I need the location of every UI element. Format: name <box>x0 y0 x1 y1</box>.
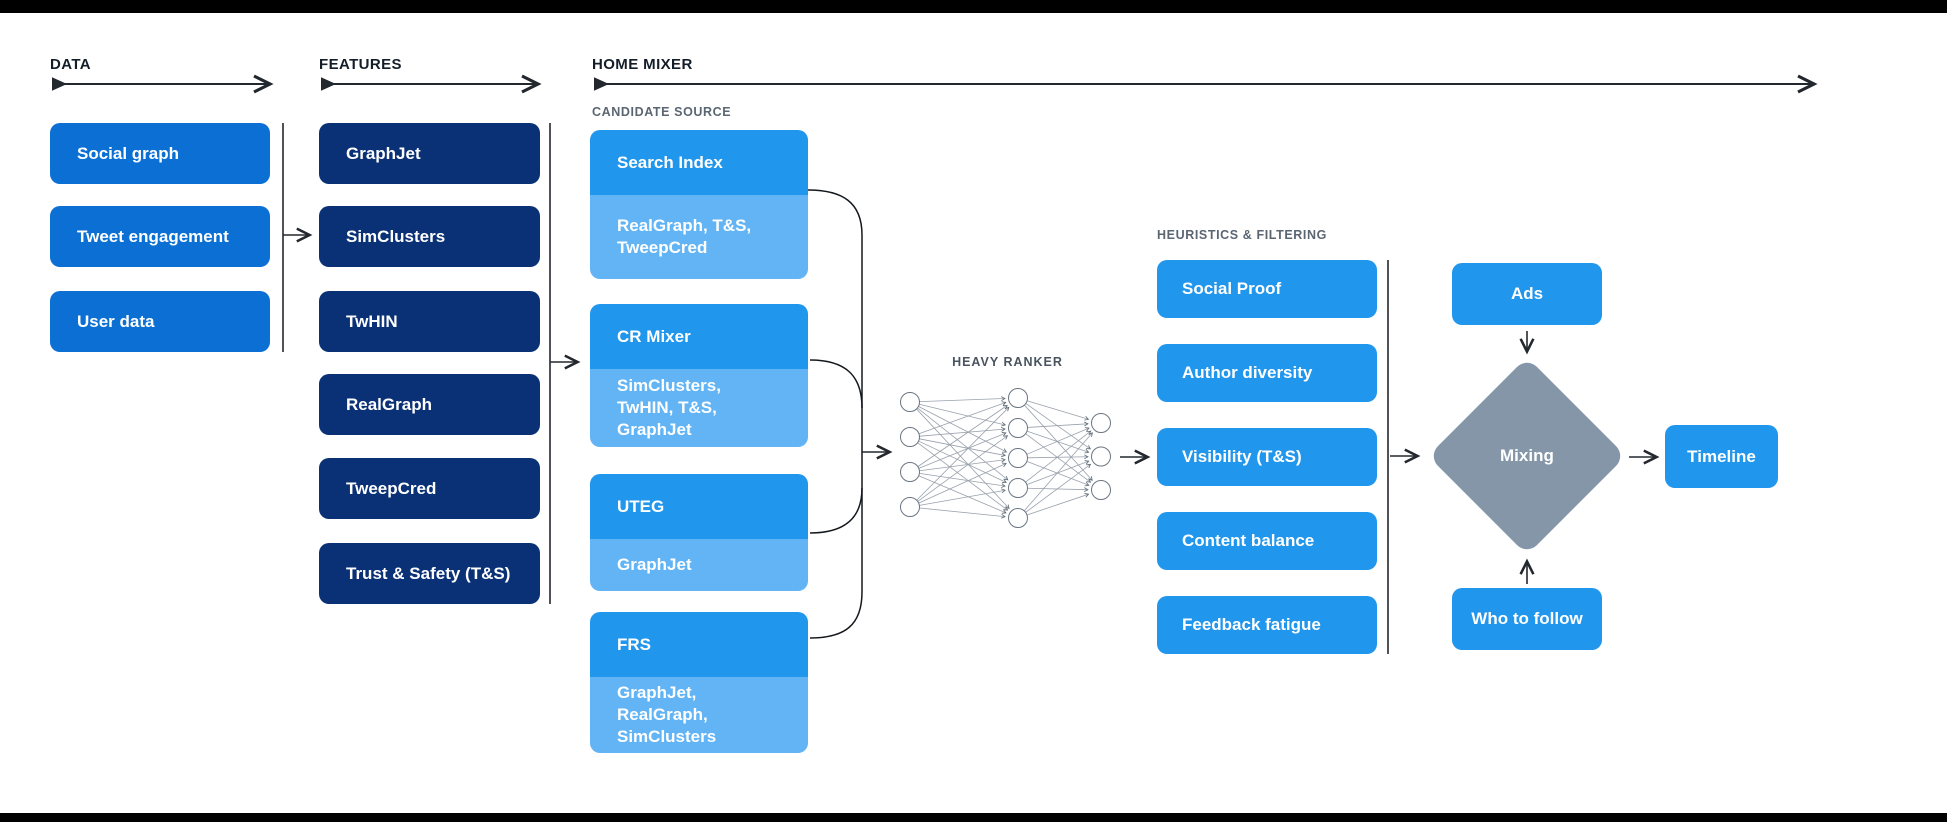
ranker-node <box>900 462 920 482</box>
lane-label-data: DATA <box>50 56 92 73</box>
ranker-node <box>1091 480 1111 500</box>
node-tweet-engagement: Tweet engagement <box>50 206 270 267</box>
candidate-group-frs: FRS GraphJet, RealGraph, SimClusters <box>590 612 808 753</box>
lane-label-features: FEATURES <box>319 56 402 73</box>
node-social-graph: Social graph <box>50 123 270 184</box>
mixing-label: Mixing <box>1500 446 1554 465</box>
ranker-node <box>1091 446 1111 467</box>
ranker-node <box>1008 478 1028 498</box>
node-visibility: Visibility (T&S) <box>1157 428 1377 486</box>
node-mixing-diamond: Mixing <box>1428 357 1626 555</box>
ranker-node <box>1008 448 1028 468</box>
candidate-group-uteg: UTEG GraphJet <box>590 474 808 591</box>
node-feedback-fatigue: Feedback fatigue <box>1157 596 1377 654</box>
candidate-title: CR Mixer <box>590 304 808 369</box>
uteg-connector <box>809 487 863 534</box>
heavy-ranker-network <box>900 388 1111 528</box>
node-trust-safety: Trust & Safety (T&S) <box>319 543 540 604</box>
ranker-node <box>1008 388 1028 408</box>
node-graphjet: GraphJet <box>319 123 540 184</box>
candidate-title: UTEG <box>590 474 808 539</box>
node-tweepcred: TweepCred <box>319 458 540 519</box>
candidate-title: Search Index <box>590 130 808 195</box>
top-black-bar <box>0 0 1947 13</box>
node-twhin: TwHIN <box>319 291 540 352</box>
candidate-title: FRS <box>590 612 808 677</box>
node-simclusters: SimClusters <box>319 206 540 267</box>
node-social-proof: Social Proof <box>1157 260 1377 318</box>
node-realgraph: RealGraph <box>319 374 540 435</box>
cr-mixer-connector <box>809 359 863 409</box>
ranker-node <box>1008 508 1028 528</box>
candidate-group-search-index: Search Index RealGraph, T&S, TweepCred <box>590 130 808 279</box>
node-who-to-follow: Who to follow <box>1452 588 1602 650</box>
node-timeline: Timeline <box>1665 425 1778 488</box>
ranker-node <box>900 497 920 517</box>
ranker-node <box>900 427 920 447</box>
ranker-node <box>1008 418 1028 438</box>
node-ads: Ads <box>1452 263 1602 325</box>
ranker-node <box>1091 413 1111 433</box>
node-user-data: User data <box>50 291 270 352</box>
candidate-inputs: SimClusters, TwHIN, T&S, GraphJet <box>590 369 808 447</box>
candidate-group-cr-mixer: CR Mixer SimClusters, TwHIN, T&S, GraphJ… <box>590 304 808 447</box>
heuristics-label: HEURISTICS & FILTERING <box>1157 228 1327 242</box>
node-content-balance: Content balance <box>1157 512 1377 570</box>
candidate-inputs: GraphJet <box>590 539 808 591</box>
candidate-inputs: GraphJet, RealGraph, SimClusters <box>590 677 808 753</box>
node-author-diversity: Author diversity <box>1157 344 1377 402</box>
frs-connector <box>809 591 863 639</box>
search-index-connector <box>807 189 863 236</box>
candidate-source-label: CANDIDATE SOURCE <box>592 105 732 119</box>
ranker-node <box>900 392 920 412</box>
heavy-ranker-label: HEAVY RANKER <box>952 355 1063 369</box>
lane-label-home-mixer: HOME MIXER <box>592 56 693 73</box>
candidate-inputs: RealGraph, T&S, TweepCred <box>590 195 808 279</box>
bottom-black-bar <box>0 813 1947 822</box>
